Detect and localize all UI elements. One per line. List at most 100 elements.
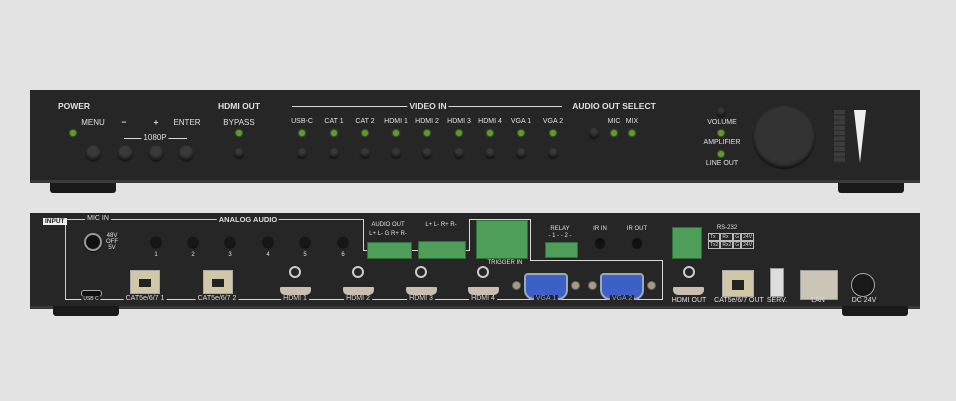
- hdmi-led-ring: [289, 266, 301, 278]
- video-led: [550, 130, 556, 136]
- trigger-in-terminal[interactable]: [476, 220, 528, 259]
- enter-label: ENTER: [173, 118, 201, 127]
- analog-audio-jack[interactable]: [299, 236, 311, 248]
- dc-power-jack[interactable]: [851, 273, 875, 297]
- relay-label: RELAY: [550, 226, 570, 232]
- front-foot-right: [838, 183, 904, 193]
- cat-out-port[interactable]: [722, 270, 754, 297]
- plus-button[interactable]: [148, 145, 164, 161]
- vga1-label: VGA 1: [533, 295, 559, 302]
- video-input-label: USB-C: [291, 118, 313, 125]
- video-led: [331, 130, 337, 136]
- volume-mode-button[interactable]: [716, 107, 726, 117]
- outline: [363, 250, 469, 251]
- 1080p-label: 1080P: [141, 133, 169, 142]
- video-input-label: HDMI 1: [384, 118, 408, 125]
- video-led: [487, 130, 493, 136]
- lan-port[interactable]: [800, 270, 838, 300]
- hdmi-out-led-ring: [683, 266, 695, 278]
- mic-led: [611, 130, 617, 136]
- rs232-terminal[interactable]: [672, 227, 702, 259]
- analog-audio-jack[interactable]: [337, 236, 349, 248]
- rear-foot-right: [842, 306, 908, 316]
- hdmi-out-label: HDMI OUT: [671, 297, 707, 304]
- video-select-button[interactable]: [485, 148, 495, 158]
- outline: [530, 260, 662, 261]
- rs232-pin: Rx2: [720, 241, 734, 249]
- power-button[interactable]: [85, 145, 101, 161]
- cat2-port[interactable]: [203, 270, 233, 294]
- audio-select-button[interactable]: [589, 128, 599, 138]
- video-select-button[interactable]: [548, 148, 558, 158]
- vga-screw: [571, 281, 580, 290]
- mic-in-jack[interactable]: [84, 233, 102, 251]
- video-select-button[interactable]: [391, 148, 401, 158]
- analog-audio-jack[interactable]: [224, 236, 236, 248]
- mic-label: MIC: [607, 118, 621, 125]
- video-select-button[interactable]: [329, 148, 339, 158]
- front-foot-left: [50, 183, 116, 193]
- serv-label: SERV.: [766, 297, 788, 304]
- hdmi-led-ring: [477, 266, 489, 278]
- vga-screw: [647, 281, 656, 290]
- volume-scale-icon: [854, 110, 866, 163]
- hdmi2-port[interactable]: [343, 287, 374, 295]
- mix-led: [629, 130, 635, 136]
- cat-out-label: CAT5e/6/7 OUT: [714, 297, 764, 304]
- video-in-label: VIDEO IN: [407, 101, 449, 111]
- hdmi3-port[interactable]: [406, 287, 437, 295]
- video-select-button[interactable]: [422, 148, 432, 158]
- vga2-label: VGA 2: [609, 295, 635, 302]
- ir-in-label: IR IN: [593, 226, 607, 232]
- video-input-label: HDMI 2: [415, 118, 439, 125]
- plus-label: +: [153, 117, 159, 127]
- relay-terminal[interactable]: [545, 242, 578, 258]
- enter-button[interactable]: [178, 145, 194, 161]
- analog-audio-jack[interactable]: [187, 236, 199, 248]
- ir-out-label: IR OUT: [626, 226, 648, 232]
- video-select-button[interactable]: [360, 148, 370, 158]
- video-led: [299, 130, 305, 136]
- hdmi-label: HDMI 1: [281, 295, 309, 302]
- rs232-label: RS-232: [716, 225, 738, 231]
- bypass-button[interactable]: [234, 148, 244, 158]
- analog-audio-label: ANALOG AUDIO: [216, 215, 280, 224]
- amplifier-led: [718, 130, 724, 136]
- hdmi-led-ring: [415, 266, 427, 278]
- channel-number: 1: [154, 252, 158, 258]
- outline: [662, 260, 663, 300]
- ir-in-jack[interactable]: [595, 238, 605, 248]
- outline: [469, 219, 530, 220]
- audio-out-terminal[interactable]: [367, 242, 412, 259]
- video-led: [518, 130, 524, 136]
- volume-label: VOLUME: [707, 119, 737, 126]
- ir-out-jack[interactable]: [632, 238, 642, 248]
- video-select-button[interactable]: [454, 148, 464, 158]
- mic-in-label: MIC IN: [85, 215, 111, 222]
- video-led: [362, 130, 368, 136]
- video-input-label: HDMI 4: [478, 118, 502, 125]
- amp-out-terminal[interactable]: [418, 241, 466, 259]
- analog-audio-jack[interactable]: [150, 236, 162, 248]
- hdmi1-port[interactable]: [280, 287, 311, 295]
- hdmi-out-port[interactable]: [673, 287, 704, 295]
- video-input-label: CAT 2: [355, 118, 375, 125]
- cat1-port[interactable]: [130, 270, 160, 294]
- video-select-button[interactable]: [516, 148, 526, 158]
- hdmi4-port[interactable]: [468, 287, 499, 295]
- rs232-pin: Rx: [720, 233, 734, 241]
- volume-knob[interactable]: [753, 106, 815, 168]
- input-region-outline: [65, 219, 364, 300]
- channel-number: 2: [191, 252, 195, 258]
- video-select-button[interactable]: [297, 148, 307, 158]
- minus-button[interactable]: [117, 145, 133, 161]
- channel-number: 5: [303, 252, 307, 258]
- mic-mode-label: 48V: [106, 233, 118, 239]
- trigger-in-label: TRIGGER IN: [487, 260, 523, 266]
- power-label: POWER: [57, 101, 91, 111]
- usb-c-label: USB C: [81, 296, 101, 302]
- channel-number: 3: [228, 252, 232, 258]
- analog-audio-jack[interactable]: [262, 236, 274, 248]
- service-usb-port[interactable]: [770, 268, 784, 297]
- video-input-label: CAT 1: [324, 118, 344, 125]
